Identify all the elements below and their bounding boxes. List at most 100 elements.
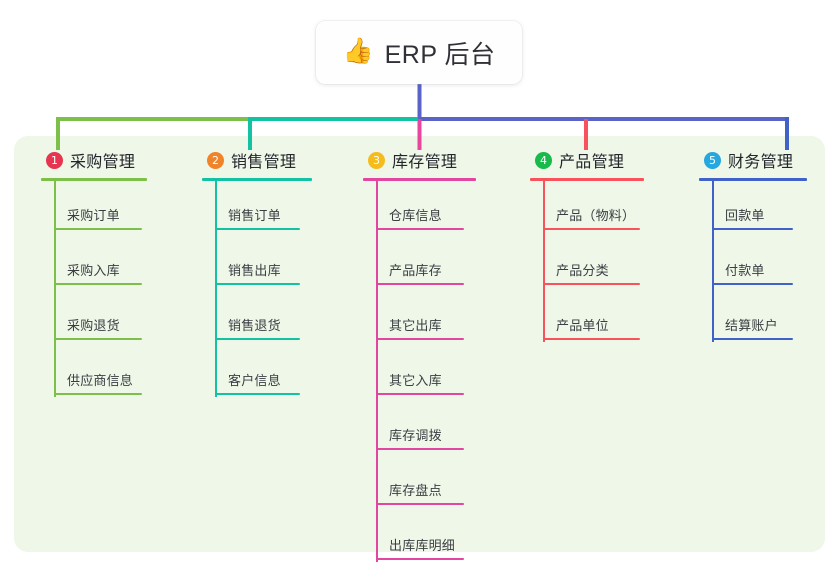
leaf-item-label: 销售出库: [228, 263, 281, 278]
branch-header-rule: [363, 178, 476, 181]
thumbs-up-icon: 👍: [342, 37, 374, 65]
branch-number-badge: 3: [368, 151, 385, 169]
leaf-item-label: 产品库存: [389, 263, 442, 278]
diagram-panel: [14, 136, 825, 552]
branch-header-rule: [530, 178, 644, 181]
leaf-item-rule: [215, 283, 300, 285]
branch-number-badge: 1: [46, 151, 63, 169]
branch-header-rule: [699, 178, 807, 181]
leaf-item-label: 出库库明细: [389, 538, 456, 553]
leaf-item-label: 其它入库: [389, 373, 442, 388]
branch-leaf-list: 回款单付款单结算账户: [699, 181, 807, 346]
branch-leaf-list: 产品（物料） 产品分类产品单位: [530, 181, 644, 346]
leaf-item-rule: [54, 393, 142, 395]
leaf-item[interactable]: 库存调拨: [363, 401, 476, 456]
leaf-item-rule: [543, 228, 640, 230]
leaf-item-rule: [376, 558, 464, 560]
branch-spine: [543, 181, 545, 342]
branch-header-rule: [41, 178, 147, 181]
branch-header-label: 采购管理: [70, 154, 136, 171]
branch-number-badge: 4: [535, 151, 552, 169]
leaf-item[interactable]: 供应商信息: [41, 346, 147, 401]
leaf-item[interactable]: 回款单: [699, 181, 807, 236]
leaf-item[interactable]: 库存盘点: [363, 456, 476, 511]
leaf-item-label: 付款单: [725, 263, 765, 278]
leaf-item[interactable]: 销售出库: [202, 236, 312, 291]
branch-header-label: 财务管理: [728, 154, 794, 171]
branch-header-label: 销售管理: [231, 154, 297, 171]
leaf-item-rule: [376, 393, 464, 395]
leaf-item-rule: [376, 503, 464, 505]
leaf-item[interactable]: 付款单: [699, 236, 807, 291]
leaf-item-label: 库存调拨: [389, 428, 442, 443]
leaf-item[interactable]: 仓库信息: [363, 181, 476, 236]
branch-spine: [712, 181, 714, 342]
branch-header-label: 库存管理: [392, 154, 458, 171]
leaf-item-label: 回款单: [725, 208, 765, 223]
leaf-item-rule: [712, 228, 793, 230]
leaf-item-label: 采购退货: [67, 318, 120, 333]
leaf-item[interactable]: 销售退货: [202, 291, 312, 346]
leaf-item-rule: [54, 228, 142, 230]
leaf-item[interactable]: 其它入库: [363, 346, 476, 401]
leaf-item-label: 供应商信息: [67, 373, 134, 388]
leaf-item[interactable]: 客户信息: [202, 346, 312, 401]
leaf-item-rule: [543, 283, 640, 285]
leaf-item-label: 产品分类: [556, 263, 609, 278]
branch-column-5: 5 财务管理回款单付款单结算账户: [699, 148, 807, 346]
leaf-item-label: 结算账户: [725, 318, 778, 333]
leaf-item-label: 库存盘点: [389, 483, 442, 498]
leaf-item[interactable]: 产品库存: [363, 236, 476, 291]
root-title: ERP 后台: [384, 40, 496, 69]
branch-header-2[interactable]: 2 销售管理: [207, 148, 312, 172]
leaf-item[interactable]: 产品单位: [530, 291, 644, 346]
leaf-item[interactable]: 其它出库: [363, 291, 476, 346]
leaf-item-rule: [543, 338, 640, 340]
branch-leaf-list: 销售订单销售出库销售退货客户信息: [202, 181, 312, 401]
leaf-item-rule: [376, 283, 464, 285]
branch-header-3[interactable]: 3 库存管理: [368, 148, 476, 172]
leaf-item-rule: [54, 338, 142, 340]
branch-spine: [376, 181, 378, 562]
leaf-item-label: 采购订单: [67, 208, 120, 223]
branch-number-badge: 5: [704, 151, 721, 169]
leaf-item[interactable]: 产品分类: [530, 236, 644, 291]
leaf-item-rule: [376, 228, 464, 230]
leaf-item-label: 销售退货: [228, 318, 281, 333]
leaf-item[interactable]: 采购订单: [41, 181, 147, 236]
leaf-item[interactable]: 销售订单: [202, 181, 312, 236]
branch-spine: [54, 181, 56, 397]
branch-column-2: 2 销售管理销售订单销售出库销售退货客户信息: [202, 148, 312, 401]
branch-header-5[interactable]: 5 财务管理: [704, 148, 807, 172]
leaf-item[interactable]: 采购退货: [41, 291, 147, 346]
root-node[interactable]: 👍 ERP 后台: [316, 21, 522, 84]
leaf-item-rule: [376, 448, 464, 450]
branch-number-badge: 2: [207, 151, 224, 169]
leaf-item-label: 客户信息: [228, 373, 281, 388]
leaf-item-rule: [376, 338, 464, 340]
leaf-item-label: 产品单位: [556, 318, 609, 333]
leaf-item[interactable]: 产品（物料）: [530, 181, 644, 236]
branch-leaf-list: 仓库信息产品库存其它出库其它入库库存调拨库存盘点出库库明细: [363, 181, 476, 566]
branch-header-4[interactable]: 4 产品管理: [535, 148, 644, 172]
leaf-item-rule: [712, 338, 793, 340]
leaf-item[interactable]: 采购入库: [41, 236, 147, 291]
branch-leaf-list: 采购订单采购入库采购退货供应商信息: [41, 181, 147, 401]
leaf-item-rule: [215, 228, 300, 230]
leaf-item[interactable]: 出库库明细: [363, 511, 476, 566]
branch-column-1: 1 采购管理采购订单采购入库采购退货供应商信息: [41, 148, 147, 401]
branch-header-label: 产品管理: [559, 154, 625, 171]
leaf-item[interactable]: 结算账户: [699, 291, 807, 346]
leaf-item-label: 采购入库: [67, 263, 120, 278]
branch-spine: [215, 181, 217, 397]
leaf-item-label: 产品（物料）: [556, 208, 636, 223]
branch-header-1[interactable]: 1 采购管理: [46, 148, 147, 172]
leaf-item-rule: [215, 338, 300, 340]
leaf-item-rule: [215, 393, 300, 395]
branch-column-3: 3 库存管理仓库信息产品库存其它出库其它入库库存调拨库存盘点出库库明细: [363, 148, 476, 566]
leaf-item-rule: [712, 283, 793, 285]
leaf-item-label: 仓库信息: [389, 208, 442, 223]
branch-header-rule: [202, 178, 312, 181]
leaf-item-label: 其它出库: [389, 318, 442, 333]
